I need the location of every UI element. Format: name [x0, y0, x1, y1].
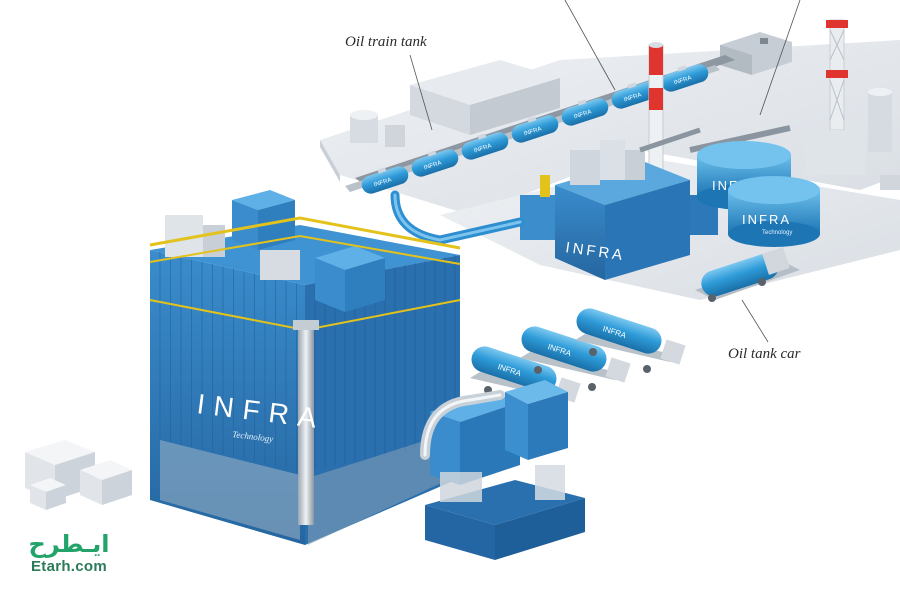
background-tower	[826, 19, 848, 131]
oil-train-tank-label: Oil train tank	[345, 34, 427, 50]
upper-platform	[320, 40, 900, 215]
wall-ribs	[159, 252, 456, 472]
train-tank-brand: INFRA	[523, 126, 542, 137]
oil-tank-car-label: Oil tank car	[728, 346, 801, 362]
train-tank-car: INFRA	[511, 115, 559, 143]
background-storage-cylinders	[805, 88, 900, 190]
train-tank-car: INFRA	[411, 149, 459, 177]
train-tank-brand: INFRA	[473, 143, 492, 154]
train-tank-car: INFRA	[561, 98, 609, 126]
etarh-logo: ایـطرح Etarh.com	[14, 530, 124, 576]
oil-tank-car	[695, 247, 800, 302]
tank-truck: INFRA	[520, 326, 631, 391]
train-tank-brand: INFRA	[423, 160, 442, 171]
connecting-pipes	[390, 125, 791, 245]
callout-train-leader	[409, 54, 433, 131]
side-unit	[420, 380, 585, 560]
oil-train-tanks: INFRA INFRA INFRA INFRA INFRA INFRA INFRA	[361, 64, 709, 194]
building-sub: Technology	[232, 429, 274, 444]
storage-tank-2: INFRA Technology	[728, 176, 820, 247]
callout-car-leader	[741, 299, 769, 343]
tank-truck: INFRA	[575, 308, 686, 373]
main-infra-building: INFRA Technology	[149, 190, 461, 545]
train-tank-car: INFRA	[361, 166, 409, 194]
warehouse-buildings	[350, 60, 560, 147]
locomotive	[720, 32, 792, 75]
callout-top-leader-1	[564, 0, 616, 91]
train-tank-brand: INFRA	[623, 92, 642, 103]
cargo-boxes	[25, 440, 132, 510]
tank2-sub: Technology	[762, 230, 792, 236]
logo-site: Etarh.com	[30, 558, 108, 575]
callout-top-leader-2	[759, 0, 801, 116]
train-tank-car: INFRA	[661, 64, 709, 92]
train-tank-car: INFRA	[611, 81, 659, 109]
tank2-brand: INFRA	[742, 212, 791, 227]
logo-persian-name: ایـطرح	[28, 530, 110, 558]
train-tank-brand: INFRA	[573, 109, 592, 120]
train-tank-brand: INFRA	[673, 75, 692, 86]
train-tank-brand: INFRA	[373, 177, 392, 188]
processing-unit: INFRA	[520, 140, 718, 280]
train-tank-car: INFRA	[461, 132, 509, 160]
